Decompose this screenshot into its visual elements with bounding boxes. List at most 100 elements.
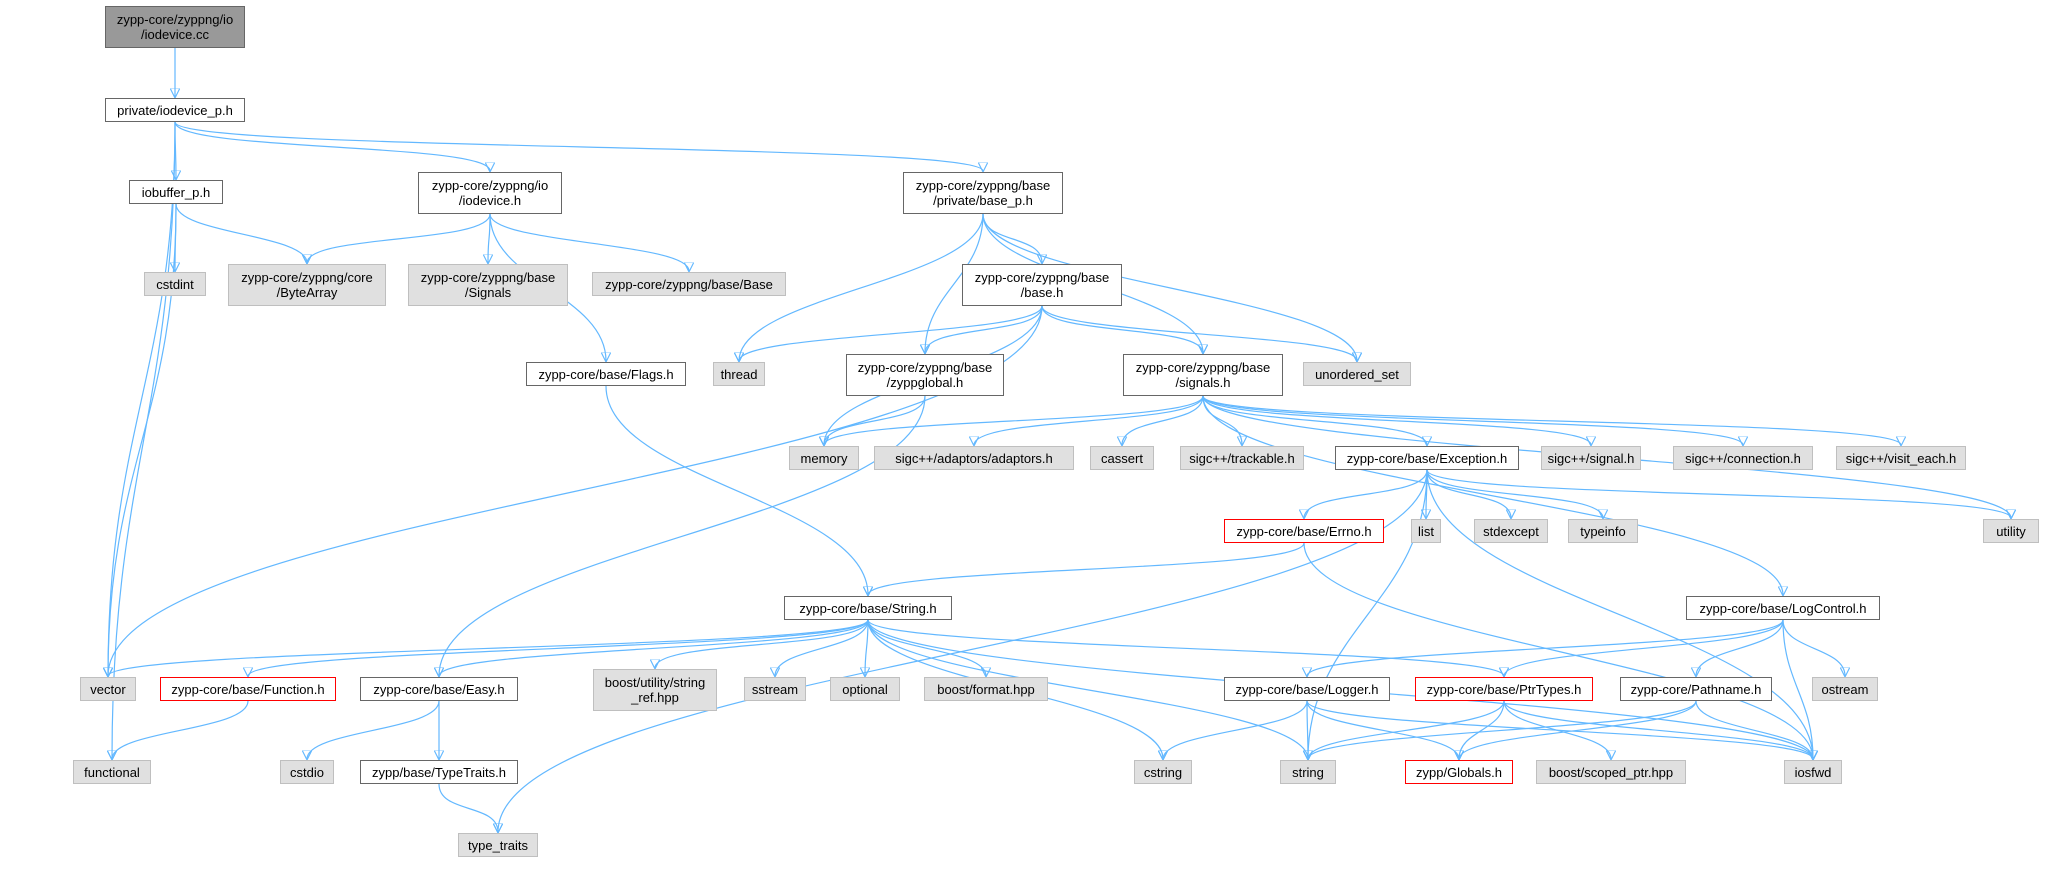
node-unordered-set[interactable]: unordered_set — [1303, 362, 1411, 386]
node-signals-h[interactable]: zypp-core/zyppng/base /signals.h — [1123, 354, 1283, 396]
node-function-h[interactable]: zypp-core/base/Function.h — [160, 677, 336, 701]
node-iodevice-cc[interactable]: zypp-core/zyppng/io /iodevice.cc — [105, 6, 245, 48]
node-easy-h[interactable]: zypp-core/base/Easy.h — [360, 677, 518, 701]
node-cstdio[interactable]: cstdio — [280, 760, 334, 784]
node-bytearray[interactable]: zypp-core/zyppng/core /ByteArray — [228, 264, 386, 306]
node-iosfwd[interactable]: iosfwd — [1784, 760, 1842, 784]
edge-ptrtypes_h-to-string — [1308, 700, 1505, 759]
edge-ptrtypes_h-to-scoped_ptr — [1503, 700, 1611, 759]
node-format-hpp[interactable]: boost/format.hpp — [924, 677, 1048, 701]
node-exception-h[interactable]: zypp-core/base/Exception.h — [1335, 446, 1519, 470]
node-cassert[interactable]: cassert — [1090, 446, 1154, 470]
node-string[interactable]: string — [1280, 760, 1336, 784]
edge-exception_h-to-errno_h — [1304, 469, 1428, 518]
node-sigc-connection-h[interactable]: sigc++/connection.h — [1673, 446, 1813, 470]
node-logger-h[interactable]: zypp-core/base/Logger.h — [1224, 677, 1390, 701]
edge-logger_h-to-string — [1307, 700, 1308, 759]
edge-string_h-to-string — [867, 619, 1308, 759]
node-thread[interactable]: thread — [713, 362, 765, 386]
edge-iodevice_h-to-signals_inc — [488, 213, 490, 263]
node-optional[interactable]: optional — [830, 677, 900, 701]
node-flags-h[interactable]: zypp-core/base/Flags.h — [526, 362, 686, 386]
edge-logcontrol_h-to-ostream — [1782, 619, 1845, 676]
edge-base_h-to-thread — [739, 305, 1043, 361]
node-signals-include[interactable]: zypp-core/zyppng/base /Signals — [408, 264, 568, 306]
edge-exception_h-to-utility — [1426, 469, 2011, 518]
node-type-traits[interactable]: type_traits — [458, 833, 538, 857]
edge-typetraits_h-to-type_traits — [438, 783, 498, 832]
node-string-ref-hpp[interactable]: boost/utility/string _ref.hpp — [593, 669, 717, 711]
edge-signals_h-to-logcontrol_h — [1202, 395, 1783, 595]
edge-string_h-to-easy_h — [439, 619, 869, 676]
node-sstream[interactable]: sstream — [744, 677, 806, 701]
node-stdexcept[interactable]: stdexcept — [1474, 519, 1548, 543]
node-functional[interactable]: functional — [73, 760, 151, 784]
edge-string_h-to-format — [867, 619, 986, 676]
node-sigc-signal-h[interactable]: sigc++/signal.h — [1541, 446, 1641, 470]
node-iobuffer-p-h[interactable]: iobuffer_p.h — [129, 180, 223, 204]
edge-logcontrol_h-to-iosfwd — [1782, 619, 1813, 759]
edge-zyppglobal_h-to-easy_h — [439, 395, 926, 676]
edge-logger_h-to-iosfwd — [1306, 700, 1813, 759]
edge-iodevice_h-to-base_inc — [489, 213, 689, 271]
node-adaptors-h[interactable]: sigc++/adaptors/adaptors.h — [874, 446, 1074, 470]
edge-logger_h-to-cstring — [1163, 700, 1308, 759]
node-ptrtypes-h[interactable]: zypp-core/base/PtrTypes.h — [1415, 677, 1593, 701]
node-globals-h[interactable]: zypp/Globals.h — [1405, 760, 1513, 784]
edge-zyppglobal_h-to-memory — [824, 395, 926, 445]
node-vector[interactable]: vector — [80, 677, 136, 701]
node-iodevice-h[interactable]: zypp-core/zyppng/io /iodevice.h — [418, 172, 562, 214]
edge-string_h-to-function_h — [248, 619, 869, 676]
node-cstdint[interactable]: cstdint — [144, 272, 206, 296]
edge-exception_h-to-typeinfo — [1426, 469, 1603, 518]
edge-signals_h-to-cassert — [1122, 395, 1204, 445]
node-sigc-visit-each-h[interactable]: sigc++/visit_each.h — [1836, 446, 1966, 470]
node-typetraits-h[interactable]: zypp/base/TypeTraits.h — [360, 760, 518, 784]
edge-iodevice_h-to-bytearray — [307, 213, 491, 263]
edge-easy_h-to-cstdio — [307, 700, 440, 759]
node-base-p-h[interactable]: zypp-core/zyppng/base /private/base_p.h — [903, 172, 1063, 214]
edge-logcontrol_h-to-pathname_h — [1696, 619, 1784, 676]
edge-base_h-to-zyppglobal_h — [925, 305, 1043, 353]
edge-pathname_h-to-iosfwd — [1695, 700, 1813, 759]
edge-iodevice_p-to-base_p — [174, 121, 983, 171]
edge-pathname_h-to-globals_h — [1459, 700, 1697, 759]
edge-base_p-to-zyppglobal_h — [925, 213, 984, 353]
node-base-h[interactable]: zypp-core/zyppng/base /base.h — [962, 264, 1122, 306]
edge-string_h-to-optional — [865, 619, 868, 676]
edge-signals_h-to-adaptors — [974, 395, 1204, 445]
edge-base_p-to-thread — [739, 213, 984, 361]
edge-signals_h-to-exception_h — [1202, 395, 1427, 445]
edge-logcontrol_h-to-logger_h — [1307, 619, 1784, 676]
node-list[interactable]: list — [1411, 519, 1441, 543]
edge-string_h-to-ptrtypes_h — [867, 619, 1504, 676]
node-errno-h[interactable]: zypp-core/base/Errno.h — [1224, 519, 1384, 543]
edge-base_p-to-unordered_set — [982, 213, 1357, 361]
edge-string_h-to-sstream — [775, 619, 869, 676]
node-base-include[interactable]: zypp-core/zyppng/base/Base — [592, 272, 786, 296]
edge-exception_h-to-iosfwd — [1426, 469, 1813, 759]
edge-signals_h-to-sigsignal — [1202, 395, 1591, 445]
node-zyppglobal-h[interactable]: zypp-core/zyppng/base /zyppglobal.h — [846, 354, 1004, 396]
node-pathname-h[interactable]: zypp-core/Pathname.h — [1620, 677, 1772, 701]
node-cstring[interactable]: cstring — [1134, 760, 1192, 784]
edge-signals_h-to-memory — [824, 395, 1204, 445]
edge-exception_h-to-string — [1308, 469, 1428, 759]
node-string-h[interactable]: zypp-core/base/String.h — [784, 596, 952, 620]
node-utility[interactable]: utility — [1983, 519, 2039, 543]
edge-string_h-to-string_ref — [655, 619, 869, 668]
node-scoped-ptr-hpp[interactable]: boost/scoped_ptr.hpp — [1536, 760, 1686, 784]
edge-signals_h-to-connection — [1202, 395, 1743, 445]
edge-base_h-to-unordered_set — [1041, 305, 1357, 361]
node-typeinfo[interactable]: typeinfo — [1568, 519, 1638, 543]
edge-exception_h-to-stdexcept — [1426, 469, 1511, 518]
node-ostream[interactable]: ostream — [1812, 677, 1878, 701]
node-iodevice-p-h[interactable]: private/iodevice_p.h — [105, 98, 245, 122]
node-memory[interactable]: memory — [789, 446, 859, 470]
edge-base_h-to-signals_h — [1041, 305, 1203, 353]
node-trackable-h[interactable]: sigc++/trackable.h — [1180, 446, 1304, 470]
node-logcontrol-h[interactable]: zypp-core/base/LogControl.h — [1686, 596, 1880, 620]
edge-string_h-to-vector — [108, 619, 869, 676]
